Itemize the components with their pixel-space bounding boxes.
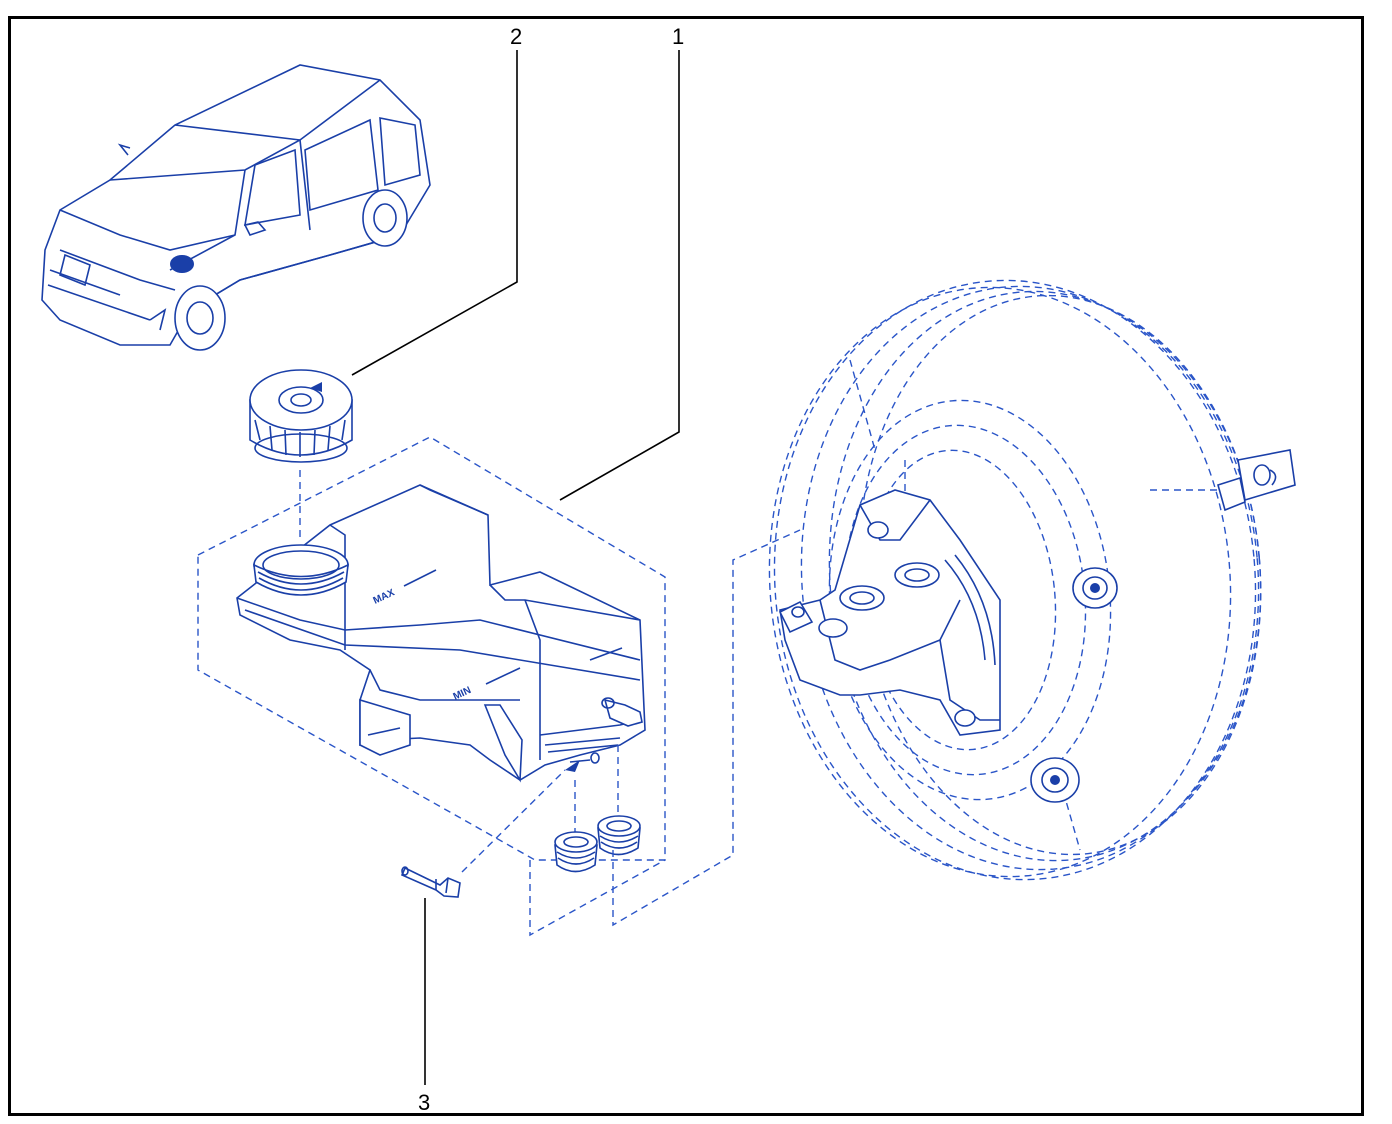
seal-group-bracket bbox=[529, 859, 666, 937]
pushrod-clevis bbox=[1217, 449, 1296, 512]
diagram-frame bbox=[8, 16, 1364, 1116]
booster-link-line bbox=[612, 529, 801, 927]
reservoir-cap bbox=[249, 369, 353, 463]
callout-3: 3 bbox=[418, 898, 430, 1115]
booster-stud-bottom bbox=[1030, 757, 1080, 803]
callout-2-label: 2 bbox=[510, 24, 522, 49]
reservoir-seals bbox=[554, 745, 641, 873]
booster-stud-top bbox=[1072, 567, 1118, 609]
brake-booster bbox=[768, 279, 1296, 881]
callout-3-label: 3 bbox=[418, 1090, 430, 1115]
callout-1: 1 bbox=[559, 24, 684, 501]
reservoir-location-mark bbox=[170, 255, 194, 273]
callout-1-leader bbox=[559, 50, 680, 501]
brake-fluid-reservoir: MAX MIN bbox=[236, 484, 646, 783]
master-cylinder bbox=[778, 489, 1001, 736]
callout-2: 2 bbox=[351, 24, 522, 376]
retaining-pin bbox=[400, 769, 566, 898]
vehicle-illustration bbox=[41, 64, 431, 351]
callout-2-leader bbox=[351, 50, 518, 376]
callout-1-label: 1 bbox=[672, 24, 684, 49]
